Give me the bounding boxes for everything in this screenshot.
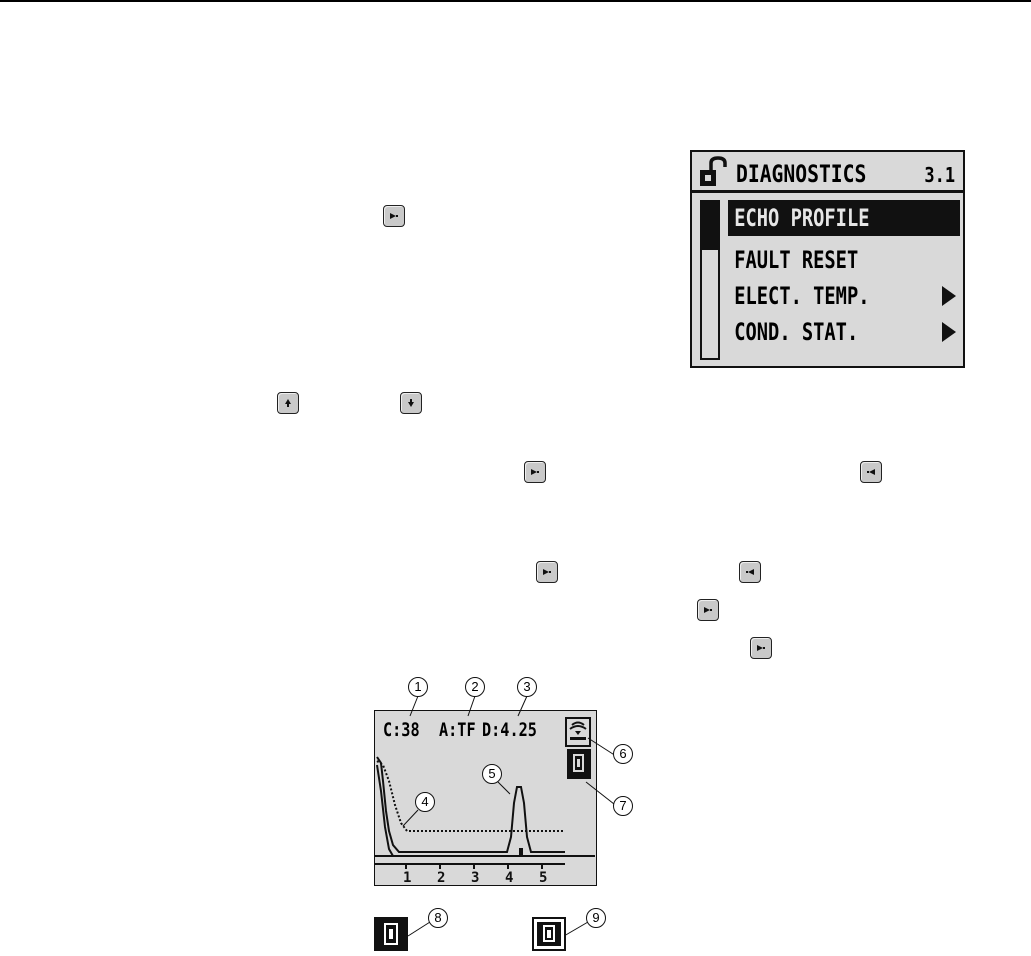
callout-1: 1 xyxy=(408,677,428,697)
right-arrow-key[interactable] xyxy=(524,461,546,483)
left-arrow-icon xyxy=(867,469,875,475)
algorithm-readout: A:TF xyxy=(439,719,476,741)
menu-item-echo-profile[interactable]: ECHO PROFILE xyxy=(728,200,960,236)
menu-item-label: COND. STAT. xyxy=(734,318,859,346)
menu-item-elect-temp[interactable]: ELECT. TEMP. xyxy=(728,278,960,314)
callout-7: 7 xyxy=(613,796,633,816)
mode-icon-outline xyxy=(532,917,566,951)
callout-3: 3 xyxy=(517,677,537,697)
right-arrow-icon xyxy=(390,213,398,219)
scrollbar[interactable] xyxy=(700,200,720,360)
left-arrow-key[interactable] xyxy=(739,561,761,583)
diagnostics-lcd-screen: DIAGNOSTICS 3.1 ECHO PROFILE FAULT RESET… xyxy=(690,150,965,368)
scrollbar-thumb[interactable] xyxy=(702,202,718,250)
right-arrow-icon xyxy=(543,569,551,575)
callout-2: 2 xyxy=(465,677,485,697)
submenu-arrow-icon xyxy=(942,322,956,342)
x-tick-label: 1 xyxy=(403,870,411,885)
echo-curve xyxy=(376,756,565,853)
up-arrow-icon xyxy=(285,399,291,407)
top-rule xyxy=(0,0,1031,2)
x-tick-label: 2 xyxy=(437,870,445,885)
x-tick-label: 5 xyxy=(539,870,547,885)
right-arrow-key[interactable] xyxy=(383,205,405,227)
x-tick-label: 4 xyxy=(505,870,513,885)
up-arrow-key[interactable] xyxy=(277,392,299,414)
left-arrow-key[interactable] xyxy=(860,461,882,483)
menu-item-label: ELECT. TEMP. xyxy=(734,282,870,310)
distance-readout: D:4.25 xyxy=(482,719,537,741)
tvt-curve xyxy=(376,760,565,832)
title-divider xyxy=(692,190,963,193)
confidence-readout: C:38 xyxy=(383,719,420,741)
echo-profile-screen: C:38 A:TF D:4.25 1 2 xyxy=(374,710,597,886)
menu-number: 3.1 xyxy=(924,163,955,187)
callout-leaders xyxy=(402,695,617,937)
right-arrow-icon xyxy=(531,469,539,475)
menu-title: DIAGNOSTICS xyxy=(736,160,867,188)
menu-item-label: ECHO PROFILE xyxy=(734,204,870,232)
menu-item-label: FAULT RESET xyxy=(734,246,859,274)
right-arrow-icon xyxy=(704,607,712,613)
mode-icon xyxy=(567,749,591,779)
callout-5: 5 xyxy=(482,764,502,784)
callout-9: 9 xyxy=(586,908,606,928)
callout-4: 4 xyxy=(415,792,435,812)
echo-icon xyxy=(565,717,591,747)
menu-item-cond-stat[interactable]: COND. STAT. xyxy=(728,314,960,350)
echo-profile-plot: 1 2 3 4 5 xyxy=(375,756,595,885)
echo-marker xyxy=(519,848,523,856)
x-tick-label: 3 xyxy=(471,870,479,885)
down-arrow-icon xyxy=(408,399,414,407)
callout-6: 6 xyxy=(613,744,633,764)
left-arrow-icon xyxy=(746,569,754,575)
mode-icon-filled xyxy=(374,917,408,951)
down-arrow-key[interactable] xyxy=(400,392,422,414)
unlocked-padlock-icon xyxy=(700,156,727,186)
right-arrow-icon xyxy=(757,645,765,651)
submenu-arrow-icon xyxy=(942,286,956,306)
menu-item-fault-reset[interactable]: FAULT RESET xyxy=(728,242,960,278)
right-arrow-key[interactable] xyxy=(697,599,719,621)
right-arrow-key[interactable] xyxy=(750,637,772,659)
callout-8: 8 xyxy=(428,908,448,928)
right-arrow-key[interactable] xyxy=(536,561,558,583)
